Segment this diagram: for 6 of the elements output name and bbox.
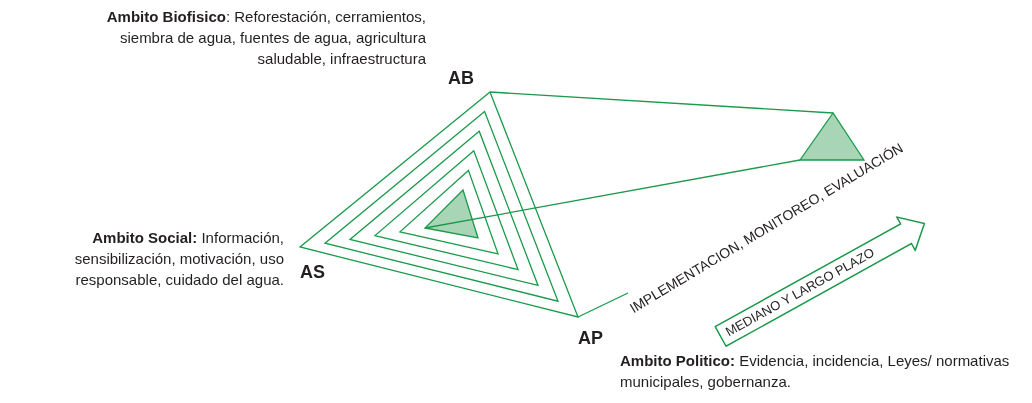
biophysical-description: Ambito Biofisico: Reforestación, cerramientos, siembra de agua, fuentes de agua, agricultura saludable, infraestructura	[105, 7, 426, 69]
vertex-label: AS	[300, 262, 325, 283]
political-description: Ambito Politico: Evidencia, incidencia, Leyes/ normativas municipales, gobernanza.	[620, 351, 1011, 392]
vertex-label: AP	[578, 328, 603, 349]
vertex-label: AB	[448, 68, 474, 89]
social-description: Ambito Social: Información, sensibilización, motivación, uso responsable, cuidado del agua.	[73, 228, 284, 290]
